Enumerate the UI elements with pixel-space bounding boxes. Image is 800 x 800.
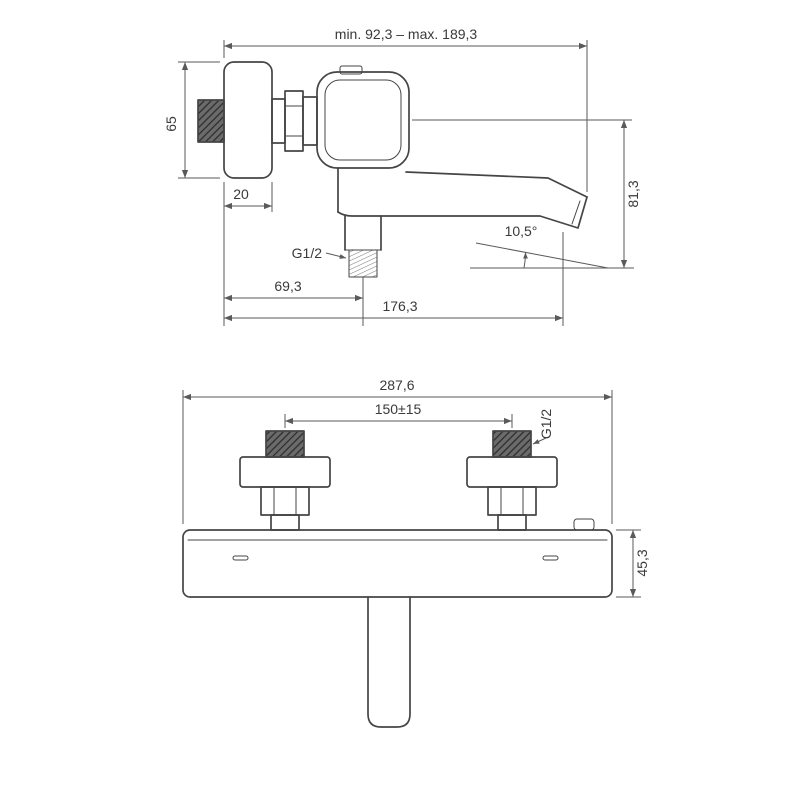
mixer-body-inner-line	[324, 79, 402, 161]
side-view-dimensions: min. 92,3 – max. 189,3 65 20 81,3 10,5°	[163, 26, 641, 326]
side-view	[197, 61, 588, 278]
wall-union-block	[197, 99, 225, 143]
dimension-projection	[224, 232, 564, 326]
safety-button	[573, 518, 595, 531]
mixer-bar-body	[182, 529, 613, 598]
dimension-inlet-spacing-label: 150±15	[375, 401, 422, 417]
handle-indicator-left	[232, 555, 249, 561]
inlet-escutcheon	[466, 456, 558, 488]
spout-top-edge	[405, 171, 588, 198]
dimension-inlet-spacing	[284, 414, 513, 428]
mixer-body-outline	[316, 71, 410, 169]
dimension-span-label: min. 92,3 – max. 189,3	[335, 26, 478, 42]
handle-indicator-right	[542, 555, 559, 561]
front-view-dimensions: 287,6 150±15 G1/2 45,3	[182, 377, 650, 598]
thread-leader	[325, 252, 347, 259]
inlet-wall-union	[265, 430, 305, 458]
inlet-collar	[270, 514, 300, 531]
spout-tip-inner-line	[571, 200, 581, 225]
inlet-left	[239, 430, 331, 531]
inlet-nut	[487, 486, 537, 516]
dimension-spout-angle-label: 10,5°	[505, 223, 538, 239]
connector-collar	[302, 96, 318, 146]
dimension-spout-drop-label: 81,3	[625, 180, 641, 207]
outlet-down-pipe	[367, 596, 411, 728]
connector-sleeve	[271, 98, 286, 144]
dimension-escutcheon-depth-label: 20	[233, 186, 249, 202]
cartridge-cap	[339, 65, 363, 75]
inlet-right	[466, 430, 558, 531]
inlet-wall-union	[492, 430, 532, 458]
spout-underside	[337, 196, 588, 229]
dimension-escutcheon-height	[178, 61, 220, 179]
dimension-span	[223, 40, 588, 192]
inlet-thread-leader	[532, 437, 547, 445]
inlet-escutcheon	[239, 456, 331, 488]
connector-nut	[284, 90, 304, 152]
dimension-projection-label: 176,3	[382, 298, 417, 314]
inlet-thread-label: G1/2	[538, 409, 554, 440]
thread-label: G1/2	[292, 245, 323, 261]
dimension-spout-angle	[475, 242, 609, 269]
inlet-nut	[260, 486, 310, 516]
front-view	[182, 430, 613, 728]
dimension-total-width	[182, 390, 613, 524]
dimension-total-width-label: 287,6	[379, 377, 414, 393]
dimension-body-height	[616, 529, 641, 598]
threaded-tail	[348, 249, 378, 278]
dimension-escutcheon-depth	[223, 182, 273, 326]
inlet-collar	[497, 514, 527, 531]
dimension-wall-to-pipe-label: 69,3	[274, 278, 301, 294]
wall-escutcheon	[223, 61, 273, 179]
dimension-escutcheon-height-label: 65	[163, 116, 179, 132]
dimension-spout-drop	[412, 119, 634, 269]
dimension-body-height-label: 45,3	[634, 549, 650, 576]
